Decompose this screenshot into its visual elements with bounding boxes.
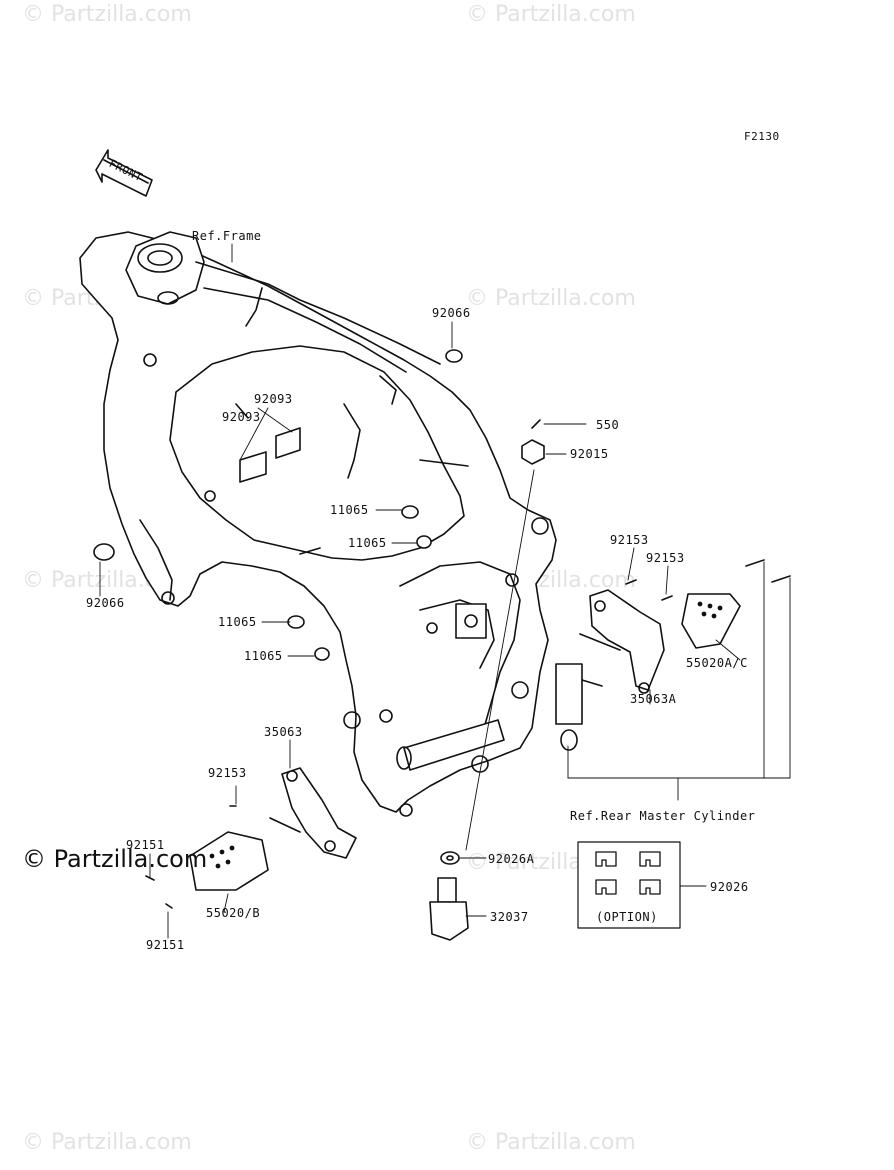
- watermark: © Partzilla.com: [466, 286, 636, 311]
- part-label-92151-b[interactable]: 92151: [146, 938, 185, 952]
- part-label-92153-a[interactable]: 92153: [610, 533, 649, 547]
- part-label-11065-c[interactable]: 11065: [218, 615, 257, 629]
- part-label-92026[interactable]: 92026: [710, 880, 749, 894]
- part-label-11065-b[interactable]: 11065: [348, 536, 387, 550]
- part-label-92066-top[interactable]: 92066: [432, 306, 471, 320]
- part-label-92151-a[interactable]: 92151: [126, 838, 165, 852]
- part-label-550[interactable]: 550: [596, 418, 620, 432]
- partzilla-watermark: © Partzilla.com: [22, 845, 208, 873]
- part-label-11065-d[interactable]: 11065: [244, 649, 283, 663]
- part-label-32037[interactable]: 32037: [490, 910, 529, 924]
- option-label: (OPTION): [596, 910, 658, 924]
- part-label-92066-left[interactable]: 92066: [86, 596, 125, 610]
- shim-icons: [595, 851, 661, 895]
- ref-rear-master-cylinder-label: Ref.Rear Master Cylinder: [570, 809, 756, 823]
- grommet-parts: [93, 349, 791, 941]
- part-label-92153-c[interactable]: 92153: [208, 766, 247, 780]
- watermark: © Partzilla.com: [22, 2, 192, 27]
- part-label-92026a[interactable]: 92026A: [488, 852, 535, 866]
- part-label-55020ac[interactable]: 55020A/C: [686, 656, 748, 670]
- option-box: [577, 841, 681, 929]
- diagram-code: F2130: [744, 130, 780, 143]
- front-arrow-icon: [95, 149, 153, 197]
- watermark: © Partzilla.com: [22, 1130, 192, 1155]
- part-label-35063[interactable]: 35063: [264, 725, 303, 739]
- part-label-92153-b[interactable]: 92153: [646, 551, 685, 565]
- watermark: © Partzilla.com: [466, 1130, 636, 1155]
- part-label-35063a[interactable]: 35063A: [630, 692, 677, 706]
- part-label-92015[interactable]: 92015: [570, 447, 609, 461]
- part-label-92093-b[interactable]: 92093: [222, 410, 261, 424]
- watermark: © Partzilla.com: [466, 2, 636, 27]
- frame-outline: [79, 231, 557, 817]
- part-label-55020b[interactable]: 55020/B: [206, 906, 261, 920]
- ref-frame-label: Ref.Frame: [192, 229, 262, 243]
- leader-lines: [99, 243, 791, 939]
- part-label-92093-a[interactable]: 92093: [254, 392, 293, 406]
- part-label-11065-a[interactable]: 11065: [330, 503, 369, 517]
